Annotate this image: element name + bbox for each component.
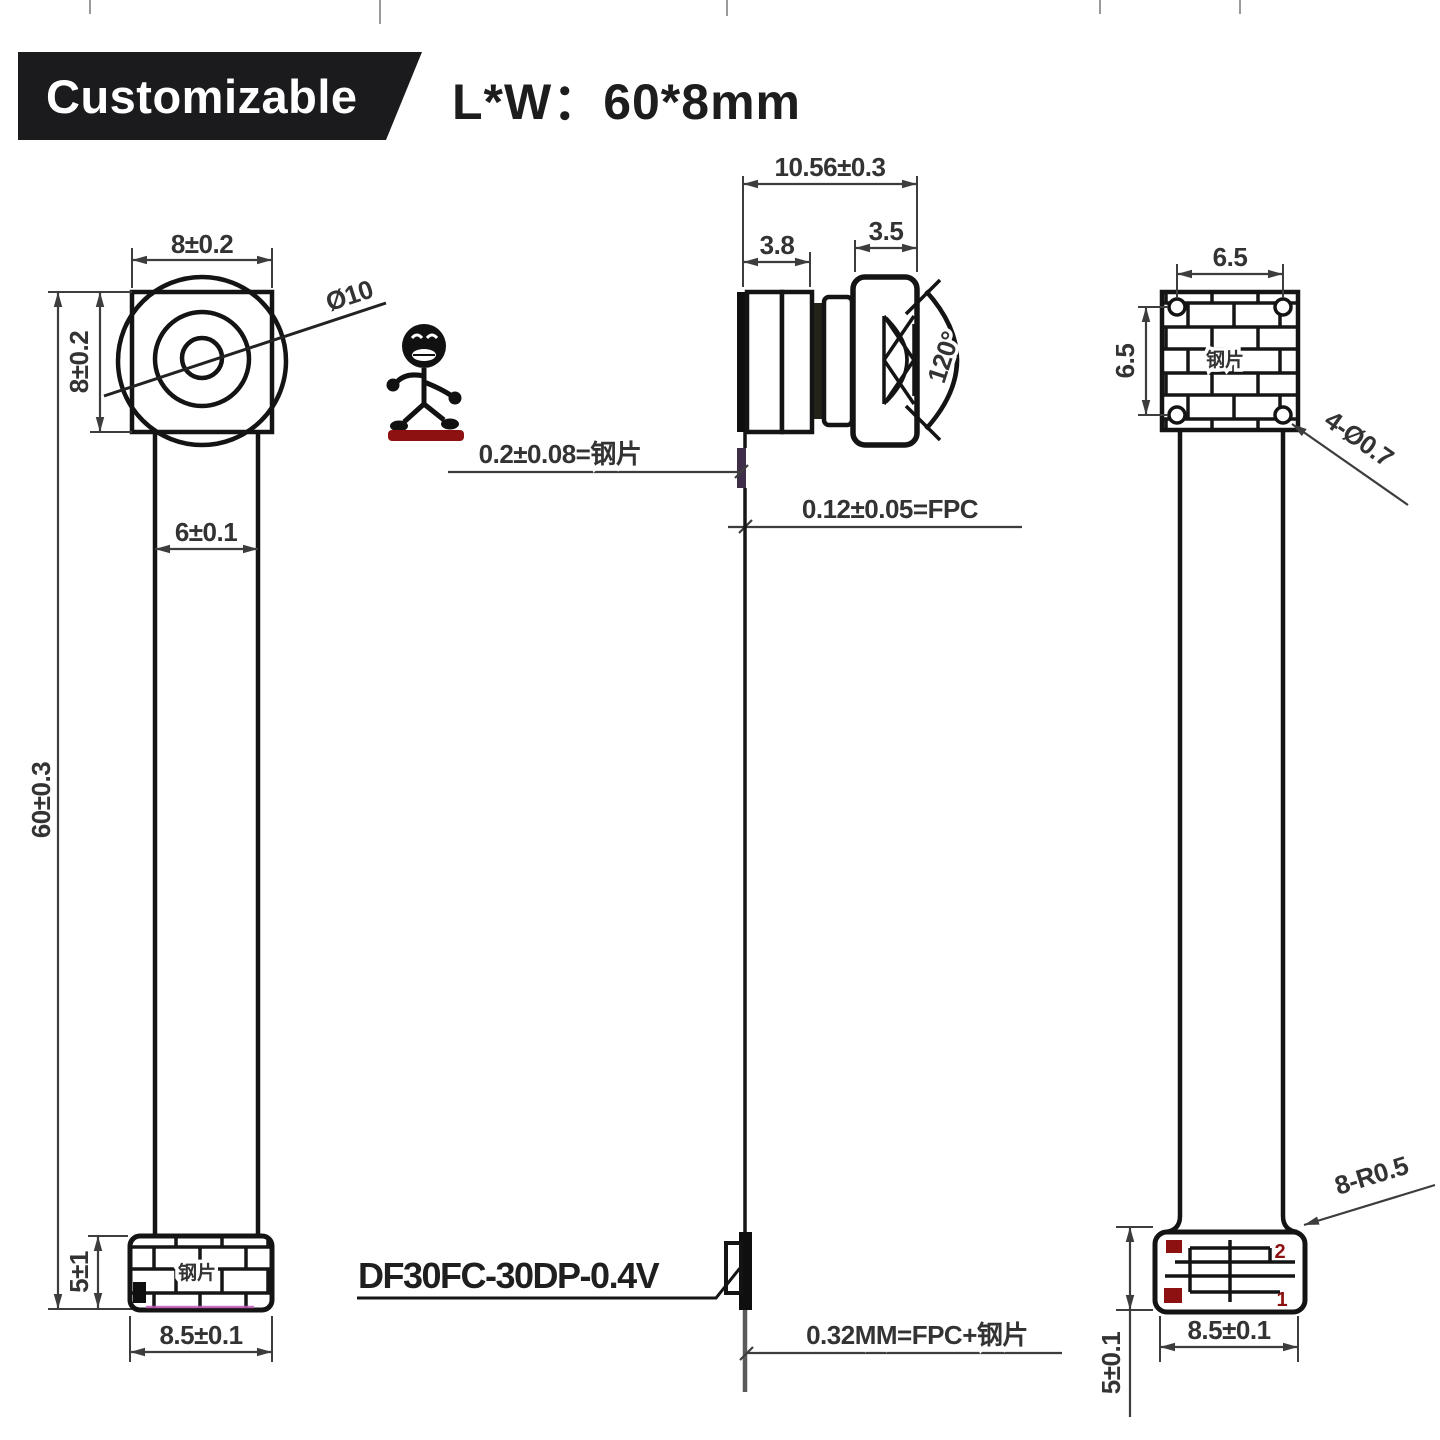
dim-back-hole-span-left: 6.5 bbox=[1110, 344, 1140, 379]
side-sensor-body bbox=[744, 289, 785, 435]
front-fpc-strip bbox=[152, 432, 261, 1236]
side-stiffener-bar bbox=[737, 292, 747, 432]
banner-title: Customizable bbox=[46, 69, 358, 123]
mascot-head bbox=[402, 324, 446, 368]
note-side-fpc: 0.12±0.05=FPC bbox=[802, 494, 979, 524]
dim-side-lens-width: 3.5 bbox=[869, 216, 904, 246]
pin-label-1: 1 bbox=[1276, 1289, 1287, 1311]
side-lens-base bbox=[821, 294, 855, 428]
dim-side-sensor-width: 3.8 bbox=[760, 230, 795, 260]
label-back-corner-radius: 8-R0.5 bbox=[1331, 1150, 1412, 1201]
dim-back-hole-span-top: 6.5 bbox=[1213, 242, 1248, 272]
dim-back-conn-height: 5±0.1 bbox=[1096, 1332, 1126, 1394]
note-side-thickness: 0.32MM=FPC+钢片 bbox=[806, 1320, 1028, 1350]
side-fpc-cross-section bbox=[737, 448, 746, 488]
fov-arc bbox=[924, 289, 960, 431]
back-fpc-strip bbox=[1165, 430, 1298, 1235]
front-view: Ø10 8±0.2 8±0.2 60±0.3 6±0.1 bbox=[23, 226, 387, 1362]
mounting-hole-tl bbox=[1167, 297, 1187, 317]
mascot bbox=[386, 324, 464, 441]
dim-back-conn-width: 8.5±0.1 bbox=[1187, 1315, 1270, 1345]
mounting-hole-br bbox=[1273, 405, 1293, 425]
lens-middle-circle bbox=[152, 309, 252, 409]
side-view: 120° 10.56±0.3 3.8 3.5 0.2±0.08=钢片 0.12±… bbox=[357, 149, 1062, 1392]
pin-mark-bl bbox=[1164, 1288, 1182, 1303]
mascot-base bbox=[388, 430, 464, 441]
connector-leader-line bbox=[357, 1267, 742, 1300]
size-spec-label: L*W：60*8mm bbox=[452, 74, 801, 130]
top-crop-ticks bbox=[89, 0, 1241, 24]
label-back-stiffener: 钢片 bbox=[1206, 348, 1244, 371]
front-connector: 钢片 bbox=[127, 1233, 275, 1313]
back-view: 钢片 6.5 6.5 4-Ø0.7 bbox=[1093, 239, 1436, 1417]
dim-front-length: 60±0.3 bbox=[26, 762, 56, 838]
mounting-hole-bl bbox=[1167, 405, 1187, 425]
dim-front-fpc-width: 6±0.1 bbox=[175, 517, 237, 547]
lens-diameter-line bbox=[103, 301, 387, 398]
side-sensor-body-2 bbox=[779, 289, 815, 435]
dim-front-top-width: 8±0.2 bbox=[171, 229, 233, 259]
back-connector: 2 1 bbox=[1152, 1229, 1308, 1315]
mounting-hole-tr bbox=[1273, 297, 1293, 317]
back-stiffener-plate bbox=[1159, 289, 1301, 433]
label-back-holes: 4-Ø0.7 bbox=[1319, 404, 1399, 472]
label-side-fov: 120° bbox=[921, 328, 966, 387]
dim-front-left-height: 8±0.2 bbox=[64, 331, 94, 393]
connector-corner-mark bbox=[133, 1282, 146, 1303]
side-adhesive-sliver bbox=[814, 303, 822, 419]
label-side-connector-model: DF30FC-30DP-0.4V bbox=[358, 1255, 660, 1296]
pin-label-2: 2 bbox=[1274, 1241, 1285, 1263]
lens-outer-circle bbox=[115, 274, 289, 448]
dim-front-conn-width: 8.5±0.1 bbox=[159, 1320, 242, 1350]
dim-front-conn-height: 5±1 bbox=[64, 1251, 94, 1293]
label-front-stiffener: 钢片 bbox=[178, 1261, 216, 1284]
pin-mark-tl bbox=[1166, 1240, 1182, 1253]
label-front-lens-dia: Ø10 bbox=[322, 274, 377, 317]
note-side-stiffener: 0.2±0.08=钢片 bbox=[479, 439, 642, 469]
customizable-banner: Customizable bbox=[18, 52, 422, 140]
side-lens-element bbox=[882, 315, 916, 405]
dim-side-total-width: 10.56±0.3 bbox=[775, 152, 886, 182]
